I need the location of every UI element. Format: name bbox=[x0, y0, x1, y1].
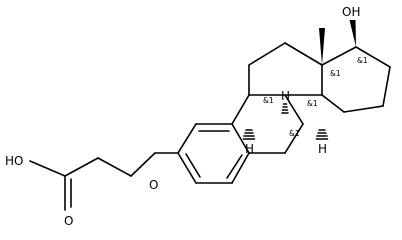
ring-c bbox=[248, 42, 323, 96]
oxyacetic-acid-chain bbox=[29, 152, 179, 211]
h14-hashed-bond bbox=[315, 129, 329, 140]
ether-oxygen-label: O bbox=[149, 178, 158, 192]
stereo-label-c9: &1 bbox=[263, 96, 274, 105]
bond bbox=[231, 152, 250, 184]
bond bbox=[284, 42, 323, 66]
bond bbox=[284, 123, 304, 154]
bond bbox=[231, 123, 250, 154]
bond bbox=[284, 94, 304, 125]
ring-a-aromatic bbox=[177, 123, 250, 184]
bond bbox=[29, 160, 66, 177]
bond bbox=[231, 94, 250, 125]
bond bbox=[382, 66, 391, 107]
bond bbox=[64, 157, 99, 177]
ring-d bbox=[321, 46, 391, 113]
bond bbox=[355, 46, 391, 68]
stereo-label-c13: &1 bbox=[330, 69, 341, 78]
bond bbox=[177, 152, 197, 184]
h9-hashed-bond bbox=[242, 129, 256, 140]
h8-hashed-bond bbox=[281, 103, 289, 114]
bond bbox=[130, 152, 156, 177]
stereo-label-c8: &1 bbox=[289, 129, 300, 138]
hydroxyl-wedge-bond bbox=[349, 19, 356, 47]
hydroxyl-label: OH bbox=[342, 5, 360, 19]
label-background bbox=[340, 2, 368, 20]
ring-b bbox=[231, 94, 304, 154]
bond-double-inner bbox=[185, 153, 201, 178]
bond bbox=[343, 105, 384, 113]
bond-double-inner bbox=[226, 154, 243, 179]
bond bbox=[177, 123, 197, 154]
stereo-label-c17: &1 bbox=[357, 56, 368, 65]
label-background bbox=[147, 174, 161, 192]
bond bbox=[321, 94, 345, 113]
methyl-wedge-bond bbox=[319, 28, 325, 65]
carbonyl-oxygen-label: O bbox=[64, 214, 73, 228]
h14-label: H bbox=[318, 142, 327, 156]
carboxyl-oh-label: HO bbox=[5, 154, 23, 168]
h8-label: H bbox=[281, 89, 290, 103]
label-background bbox=[62, 211, 76, 229]
h9-label: H bbox=[245, 142, 254, 156]
bond bbox=[248, 42, 286, 66]
bond bbox=[321, 46, 357, 66]
stereo-label-c14: &1 bbox=[307, 99, 318, 108]
bond bbox=[97, 157, 132, 177]
